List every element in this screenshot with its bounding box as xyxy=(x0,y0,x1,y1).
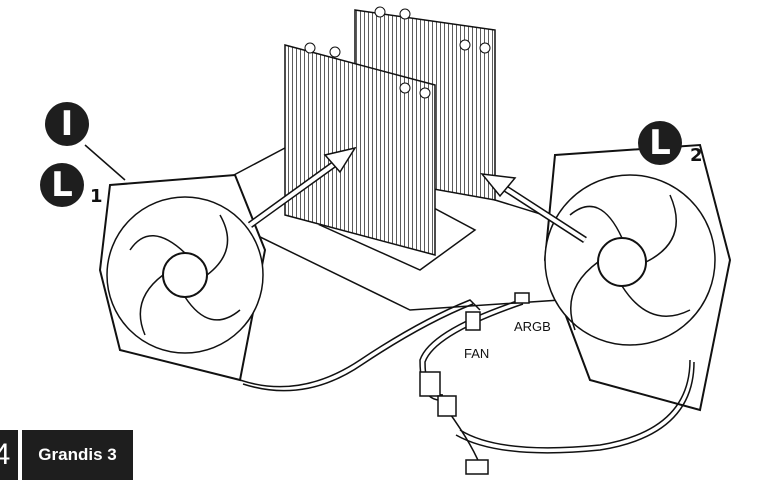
argb-header-label: ARGB xyxy=(514,319,551,334)
callout-i-label: I xyxy=(60,104,74,144)
callout-l1-badge: L xyxy=(40,163,84,207)
callout-l2-label: L xyxy=(649,123,671,163)
callout-l1-subscript: 1 xyxy=(90,186,103,207)
fan-header-label: FAN xyxy=(464,346,490,361)
product-name-box: Grandis 3 xyxy=(22,430,133,480)
callout-l2-badge: L xyxy=(638,121,682,165)
heatsink-front-tower xyxy=(284,42,436,256)
page-number: 4 xyxy=(0,438,11,471)
callout-l2-subscript: 2 xyxy=(690,145,703,166)
install-arrows xyxy=(247,146,587,243)
fan-2 xyxy=(543,143,732,412)
callout-l1-label: L xyxy=(51,165,73,205)
callout-leader-line xyxy=(84,144,126,181)
cables xyxy=(239,292,695,475)
callout-i-badge: I xyxy=(45,102,89,146)
page-number-box: 4 xyxy=(0,430,18,480)
fan-1 xyxy=(98,173,267,382)
product-name: Grandis 3 xyxy=(38,445,117,464)
